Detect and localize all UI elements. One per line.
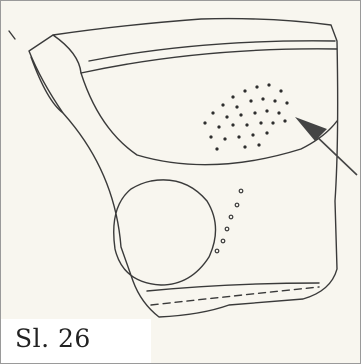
outer-outline	[29, 19, 338, 317]
upper-inner-edge	[81, 49, 337, 73]
rim-rings	[215, 189, 243, 253]
pit-field	[203, 83, 288, 150]
upper-inner-edge-2	[89, 41, 335, 61]
top-plate-edge	[53, 35, 81, 73]
lower-seam-dashed	[151, 287, 319, 305]
figure-caption: Sl. 26	[15, 324, 91, 353]
pointer-arrow	[295, 117, 357, 175]
corner-tick	[9, 31, 15, 39]
